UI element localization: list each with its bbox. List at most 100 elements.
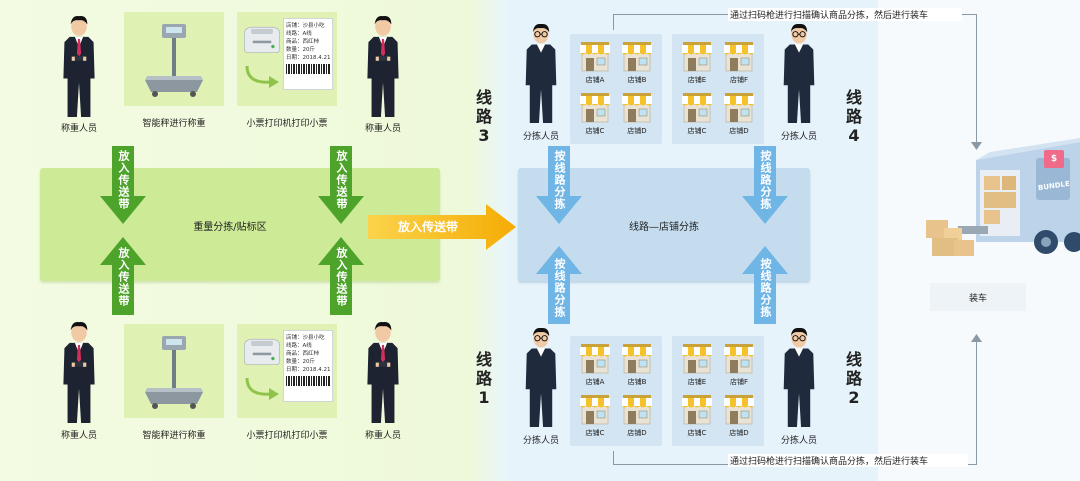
sort-by-route-arrow-down-right: 按线路分拣 — [742, 146, 788, 224]
store-label: 店铺A — [585, 378, 605, 386]
receipt-ticket-top: 店铺：沙县小吃 线路：A线 商品：西红柿 数量：20斤 日期：2018.4.21 — [283, 18, 333, 90]
weigher-top-right-label: 称重人员 — [364, 124, 401, 134]
sorter-top-left — [520, 22, 562, 124]
store-label: 店铺D — [627, 127, 647, 135]
store-label: 店铺F — [729, 378, 749, 386]
sorter-top-left-label: 分拣人员 — [522, 132, 559, 142]
sorter-figure-icon — [520, 22, 562, 124]
weigher-bottom-right — [362, 320, 404, 424]
receipt-quantity: 数量：20斤 — [286, 359, 315, 365]
put-on-belt-arrow-up-left: 放入传送带 — [100, 237, 146, 315]
curved-arrow-icon — [245, 65, 279, 88]
route-4-label: 线 路 4 — [845, 88, 862, 145]
sorter-figure-icon — [778, 22, 820, 124]
store-label: 店铺E — [687, 76, 707, 84]
printer-tile-bottom: 店铺：沙县小吃 线路：A线 商品：西红柿 数量：20斤 日期：2018.4.21 — [237, 324, 337, 418]
weigher-figure-icon — [58, 320, 100, 424]
store-front-icon — [680, 341, 714, 375]
route-3-label: 线 路 3 — [475, 88, 492, 145]
put-on-belt-text: 放入传送带 — [117, 247, 130, 307]
sorter-bottom-right — [778, 326, 820, 428]
receipt-date: 日期：2018.4.21 — [286, 367, 331, 373]
sorter-top-right-label: 分拣人员 — [780, 132, 817, 142]
scan-connector-bottom-rise — [976, 340, 977, 465]
scan-note-top: 通过扫码枪进行扫描确认商品分拣，然后进行装车 — [728, 8, 962, 21]
store-group-top-left: 店铺A 店铺B 店铺C 店铺D — [570, 34, 662, 144]
put-on-belt-text: 放入传送带 — [335, 150, 348, 210]
sort-by-route-arrow-up-left: 按线路分拣 — [536, 246, 582, 324]
truck-icon — [926, 138, 1080, 256]
dollar-tag-icon: $ — [1050, 154, 1058, 164]
scan-connector-top-drop — [976, 14, 977, 144]
store-label: 店铺B — [627, 378, 647, 386]
store-label: 店铺A — [585, 76, 605, 84]
arrow-up-icon — [971, 334, 982, 342]
smart-scale-icon — [139, 332, 209, 412]
arrow-down-icon — [971, 142, 982, 150]
store-front-icon — [722, 392, 756, 426]
weigher-bottom-left-label: 称重人员 — [60, 431, 97, 441]
store-front-icon — [680, 90, 714, 124]
sorter-bottom-left-label: 分拣人员 — [522, 436, 559, 446]
sorter-figure-icon — [520, 326, 562, 428]
sorter-top-right — [778, 22, 820, 124]
weigher-top-left — [58, 14, 100, 118]
arrow-right-icon — [368, 204, 516, 250]
store-front-icon — [722, 90, 756, 124]
store-label: 店铺B — [627, 76, 647, 84]
sorter-bottom-right-label: 分拣人员 — [780, 436, 817, 446]
scan-note-bottom: 通过扫码枪进行扫描确认商品分拣，然后进行装车 — [728, 454, 968, 467]
receipt-printer-icon — [241, 22, 283, 56]
printer-top-label: 小票打印机打印小票 — [246, 119, 328, 129]
put-on-belt-text: 放入传送带 — [335, 247, 348, 307]
sort-by-route-arrow-down-left: 按线路分拣 — [536, 146, 582, 224]
store-front-icon — [578, 341, 612, 375]
arrow-up-icon — [536, 246, 582, 324]
receipt-store: 店铺：沙县小吃 — [286, 23, 325, 29]
weigher-top-right — [362, 14, 404, 118]
sorter-bottom-left — [520, 326, 562, 428]
store-label: 店铺C — [687, 127, 707, 135]
weighing-labeling-belt-label: 重量分拣/贴标区 — [193, 222, 267, 233]
store-label: 店铺D — [627, 429, 647, 437]
store-front-icon — [620, 392, 654, 426]
put-on-belt-arrow-up-right: 放入传送带 — [318, 237, 364, 315]
arrow-up-icon — [742, 246, 788, 324]
store-label: 店铺E — [687, 378, 707, 386]
store-front-icon — [578, 392, 612, 426]
loading-label: 装车 — [968, 293, 987, 304]
arrow-down-icon — [742, 146, 788, 224]
sort-by-route-text: 按线路分拣 — [553, 258, 566, 318]
weigher-figure-icon — [362, 320, 404, 424]
store-label: 店铺C — [585, 429, 605, 437]
route-1-label: 线 路 1 — [475, 350, 492, 407]
store-front-icon — [680, 392, 714, 426]
arrow-down-icon — [318, 146, 364, 224]
store-label: 店铺D — [729, 429, 749, 437]
store-label: 店铺D — [729, 127, 749, 135]
store-label: 店铺F — [729, 76, 749, 84]
weigher-bottom-right-label: 称重人员 — [364, 431, 401, 441]
arrow-up-icon — [318, 237, 364, 315]
smart-scale-icon — [139, 20, 209, 100]
scale-tile-top — [124, 12, 224, 106]
sort-by-route-text: 按线路分拣 — [553, 150, 566, 210]
route-2-label: 线 路 2 — [845, 350, 862, 407]
arrow-down-icon — [100, 146, 146, 224]
receipt-route: 线路：A线 — [286, 343, 312, 349]
sort-by-route-text: 按线路分拣 — [759, 150, 772, 210]
sort-by-route-arrow-up-right: 按线路分拣 — [742, 246, 788, 324]
arrow-up-icon — [100, 237, 146, 315]
receipt-quantity: 数量：20斤 — [286, 47, 315, 53]
transfer-arrow-label: 放入传送带 — [398, 220, 459, 234]
receipt-route: 线路：A线 — [286, 31, 312, 37]
sorter-figure-icon — [778, 326, 820, 428]
scale-tile-bottom — [124, 324, 224, 418]
receipt-printer-icon — [241, 334, 283, 368]
weigher-figure-icon — [58, 14, 100, 118]
put-on-belt-arrow-down-left: 放入传送带 — [100, 146, 146, 224]
arrow-down-icon — [536, 146, 582, 224]
store-group-top-right: 店铺E 店铺F 店铺C 店铺D — [672, 34, 764, 144]
weigher-bottom-left — [58, 320, 100, 424]
scale-top-label: 智能秤进行称重 — [142, 119, 206, 129]
